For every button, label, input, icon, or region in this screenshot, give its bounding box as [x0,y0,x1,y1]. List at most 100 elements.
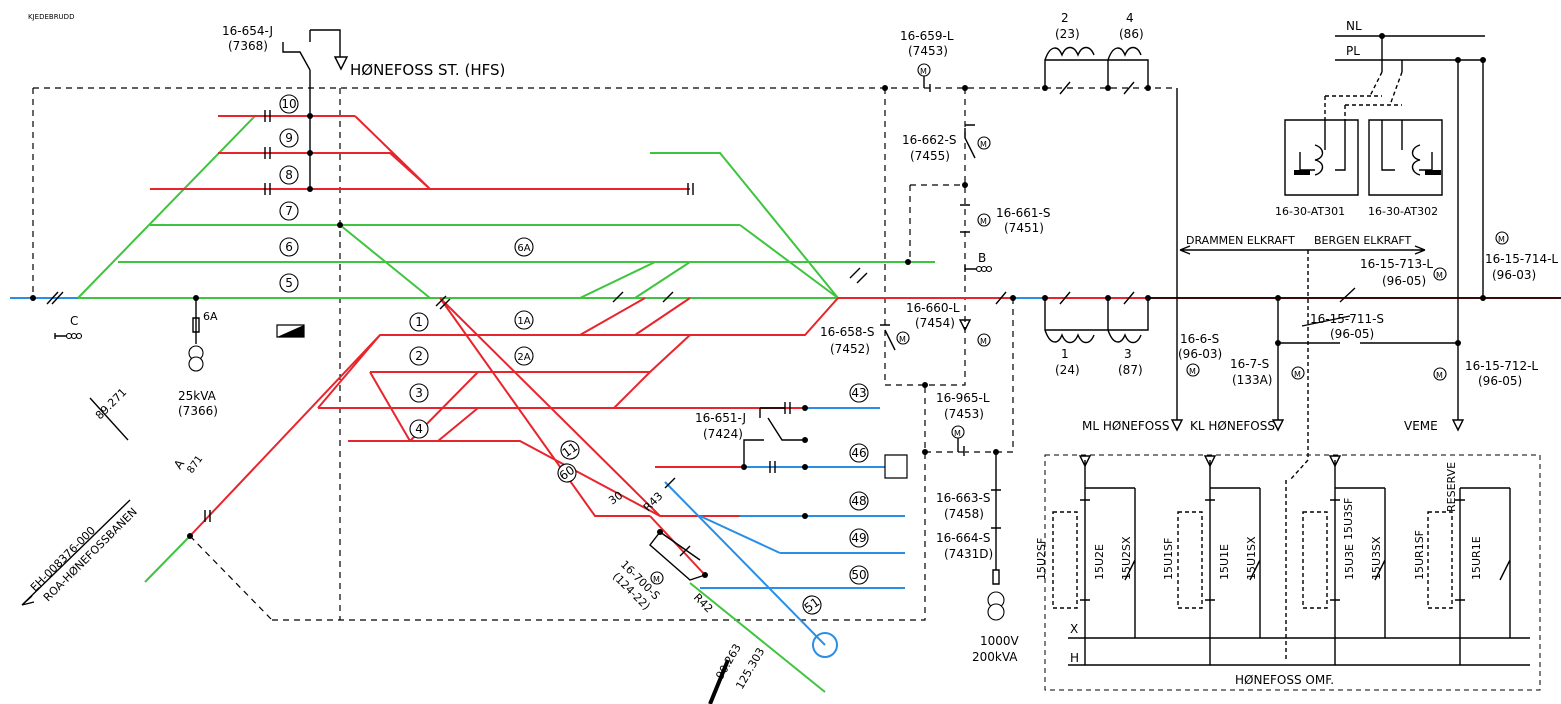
svg-text:6A: 6A [203,310,218,323]
svg-text:M: M [980,140,987,149]
label-r43: R43 [641,490,665,514]
switch-16-651-j: 16-651-J (7424) [695,407,805,467]
svg-text:15U3E: 15U3E [1343,544,1356,580]
label-pl: PL [1346,44,1360,58]
track-label: 6A [517,243,530,254]
autotransformers: 16-30-AT301 16-30-AT302 [1275,71,1443,218]
svg-text:(96-05): (96-05) [1330,327,1374,341]
switch-16-658-s: 16-658-S (7452) M [820,324,910,356]
track-label: 51 [802,595,823,615]
track-label: 1 [415,315,423,329]
svg-text:16-654-J: 16-654-J [222,24,273,38]
switch-16-654-j: 16-654-J (7368) [222,24,341,189]
svg-text:15U1SF: 15U1SF [1162,538,1175,580]
label-r42: R42 [691,591,715,615]
track-label: 1A [517,316,530,327]
feeder-ml: ML HØNEFOSS [1082,419,1169,433]
svg-text:(7458): (7458) [944,507,984,521]
feed-arrow-icon [333,56,349,71]
track-label: 3 [415,386,423,400]
svg-text:15U1E: 15U1E [1218,544,1231,580]
track-numbers: 10 9 8 7 6 5 6A 1 1A 2 2A 3 4 11 60 43 4… [279,94,869,615]
svg-text:HØNEFOSS OMF.: HØNEFOSS OMF. [1235,673,1334,687]
svg-text:16-6-S: 16-6-S [1180,332,1219,346]
svg-text:(7452): (7452) [830,342,870,356]
sensor-icon [54,333,66,339]
svg-text:(7454): (7454) [915,316,955,330]
section-labels: DRAMMEN ELKRAFT BERGEN ELKRAFT [1179,234,1426,255]
right-switch-labels: 16-6-S (96-03) M 16-7-S (133A) M 16-15-7… [1178,231,1558,388]
svg-text:16-659-L: 16-659-L [900,29,954,43]
svg-text:15U3SF: 15U3SF [1342,498,1355,540]
svg-text:M: M [980,337,987,346]
svg-text:X: X [1070,622,1078,636]
svg-text:4: 4 [1126,11,1134,25]
switch-16-659-l: 16-659-L (7453) M [900,29,954,92]
corner-label: KJEDEBRUDD [28,13,74,21]
svg-text:15U2SF: 15U2SF [1035,538,1048,580]
svg-text:(24): (24) [1055,363,1080,377]
svg-text:(23): (23) [1055,27,1080,41]
svg-text:RESERVE: RESERVE [1445,462,1458,512]
switch-16-663-s: 16-663-S (7458) 16-664-S (7431D) 1000V 2… [936,452,1020,664]
station-title: HØNEFOSS ST. (HFS) [350,61,505,79]
svg-text:15U1SX: 15U1SX [1245,536,1258,580]
svg-text:M: M [954,429,961,438]
svg-text:16-15-713-L: 16-15-713-L [1360,257,1433,271]
svg-text:15U2SX: 15U2SX [1120,536,1133,580]
aux-transformer-25kva: 6A 25kVA (7366) [178,298,218,418]
label-b: B [978,251,986,265]
svg-text:25kVA: 25kVA [178,389,217,403]
catenary-lines [32,87,1177,621]
track-label: 43 [851,386,866,400]
svg-text:16-30-AT301: 16-30-AT301 [1275,205,1345,218]
track-label: 50 [851,568,866,582]
booster-transformers: 2(23) 4(86) 1(24) 3(87) [995,11,1149,377]
svg-text:16-660-L: 16-660-L [906,301,960,315]
svg-text:15UR1E: 15UR1E [1470,536,1483,580]
red-tracks [150,115,1561,576]
insulator-marks [46,110,868,557]
svg-text:15U3SX: 15U3SX [1370,536,1383,580]
track-label: 2A [517,352,530,363]
label-871: 871 [185,454,205,476]
svg-text:M: M [920,67,927,76]
svg-text:M: M [1189,367,1196,376]
blue-end-circle [812,632,838,658]
svg-text:(96-05): (96-05) [1382,274,1426,288]
svg-text:1: 1 [1061,347,1069,361]
track-label: 49 [851,531,866,545]
switch-16-662-s: 16-662-S (7455) M [902,124,991,163]
blue-tracks [10,297,1045,658]
svg-text:(7424): (7424) [703,427,743,441]
svg-text:16-658-S: 16-658-S [820,325,874,339]
svg-text:M: M [1436,371,1443,380]
track-label: 11 [560,440,581,460]
svg-text:(7368): (7368) [228,39,268,53]
svg-text:(7451): (7451) [1004,221,1044,235]
track-label: 9 [285,131,293,145]
svg-text:M: M [653,575,660,584]
track-label: 5 [285,276,293,290]
feeder-veme: VEME [1404,419,1438,433]
svg-text:(7366): (7366) [178,404,218,418]
direction-arrow-icon [21,499,131,606]
switch-16-660-l: 16-660-L (7454) M [906,301,991,347]
track-label: 10 [281,97,296,111]
svg-text:BERGEN ELKRAFT: BERGEN ELKRAFT [1314,234,1411,247]
end-box-icon [884,454,908,479]
svg-text:16-662-S: 16-662-S [902,133,956,147]
svg-text:DRAMMEN ELKRAFT: DRAMMEN ELKRAFT [1186,234,1295,247]
svg-text:M: M [1436,271,1443,280]
svg-text:16-7-S: 16-7-S [1230,357,1269,371]
svg-text:15UR1SF: 15UR1SF [1413,530,1426,580]
svg-text:16-664-S: 16-664-S [936,531,990,545]
track-label: 48 [851,494,866,508]
label-c: C [70,314,78,328]
track-label: 6 [285,240,293,254]
km-mark-left: 89.271 [93,386,129,422]
svg-text:3: 3 [1124,347,1132,361]
svg-text:(96-03): (96-03) [1178,347,1222,361]
svg-text:2: 2 [1061,11,1069,25]
svg-text:15U2E: 15U2E [1093,544,1106,580]
